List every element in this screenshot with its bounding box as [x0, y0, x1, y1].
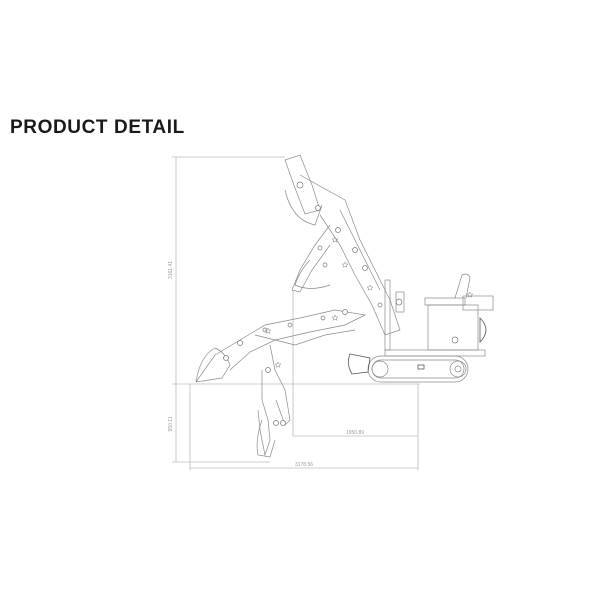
dim-reach-label: 3178.56 — [295, 462, 313, 468]
dim-depth-label: 950.11 — [168, 416, 174, 431]
dimension-lines — [172, 156, 420, 470]
dim-pivot-label: 1950.89 — [346, 430, 364, 436]
dim-height-label: 3161.41 — [168, 261, 174, 279]
page-title: PRODUCT DETAIL — [10, 117, 185, 138]
boom-raised — [284, 154, 401, 336]
boom-extended — [195, 309, 367, 458]
excavator-body — [348, 273, 494, 383]
star-emblems — [264, 236, 474, 368]
